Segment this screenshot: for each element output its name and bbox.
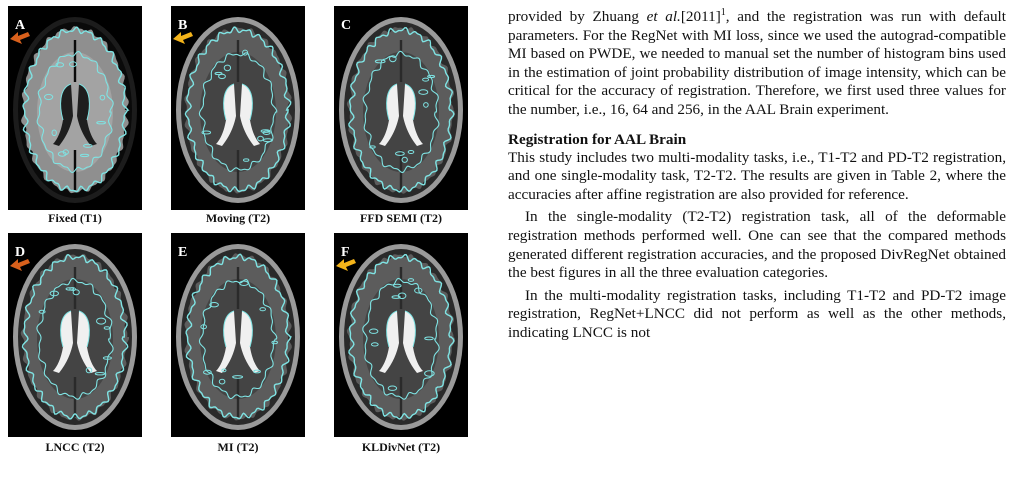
mri-slice-image (173, 17, 300, 203)
footnote-mark: 1 (720, 6, 726, 18)
panel-letter: F (341, 245, 350, 260)
brain-panel-d: D (8, 233, 142, 437)
arrow-icon (10, 259, 30, 271)
brain-panel-e: E (171, 233, 305, 437)
panel-caption: FFD SEMI (T2) (360, 211, 442, 225)
brain-panel-c: C (334, 6, 468, 210)
section-heading: Registration for AAL Brain (508, 130, 687, 148)
panel-letter: A (15, 18, 26, 33)
panel-caption: Moving (T2) (205, 211, 271, 225)
panel-letter: E (178, 245, 188, 260)
paragraph-4: In the multi-modality registration tasks… (508, 286, 1006, 341)
panel-letter: C (341, 18, 352, 33)
mri-slice-image (336, 244, 463, 430)
panel-caption: Fixed (T1) (48, 211, 102, 225)
brain-panel-a: A (8, 6, 142, 210)
arrow-icon (336, 259, 356, 271)
panel-caption: KLDivNet (T2) (361, 440, 441, 454)
paragraph-2: This study includes two multi-modality t… (508, 148, 1006, 203)
mri-slice-image (176, 244, 300, 430)
panel-letter: D (15, 245, 26, 260)
text-column: provided by Zhuang et al.[2011]1, and th… (508, 6, 1006, 343)
brain-panel-f: F (334, 233, 468, 437)
citation-etal: et al. (646, 8, 681, 25)
arrow-icon (173, 32, 193, 44)
brain-panel-b: B (171, 6, 305, 210)
panel-caption: MI (T2) (217, 440, 259, 454)
paragraph-3: In the single-modality (T2-T2) registrat… (508, 208, 1006, 282)
panel-letter: B (178, 18, 188, 33)
mri-slice-image (339, 17, 463, 203)
arrow-icon (10, 32, 30, 44)
panel-caption: LNCC (T2) (45, 440, 105, 454)
paragraph-1: provided by Zhuang et al.[2011]1, and th… (508, 6, 1006, 118)
mri-slice-image (10, 17, 137, 203)
mri-slice-image (10, 244, 137, 430)
